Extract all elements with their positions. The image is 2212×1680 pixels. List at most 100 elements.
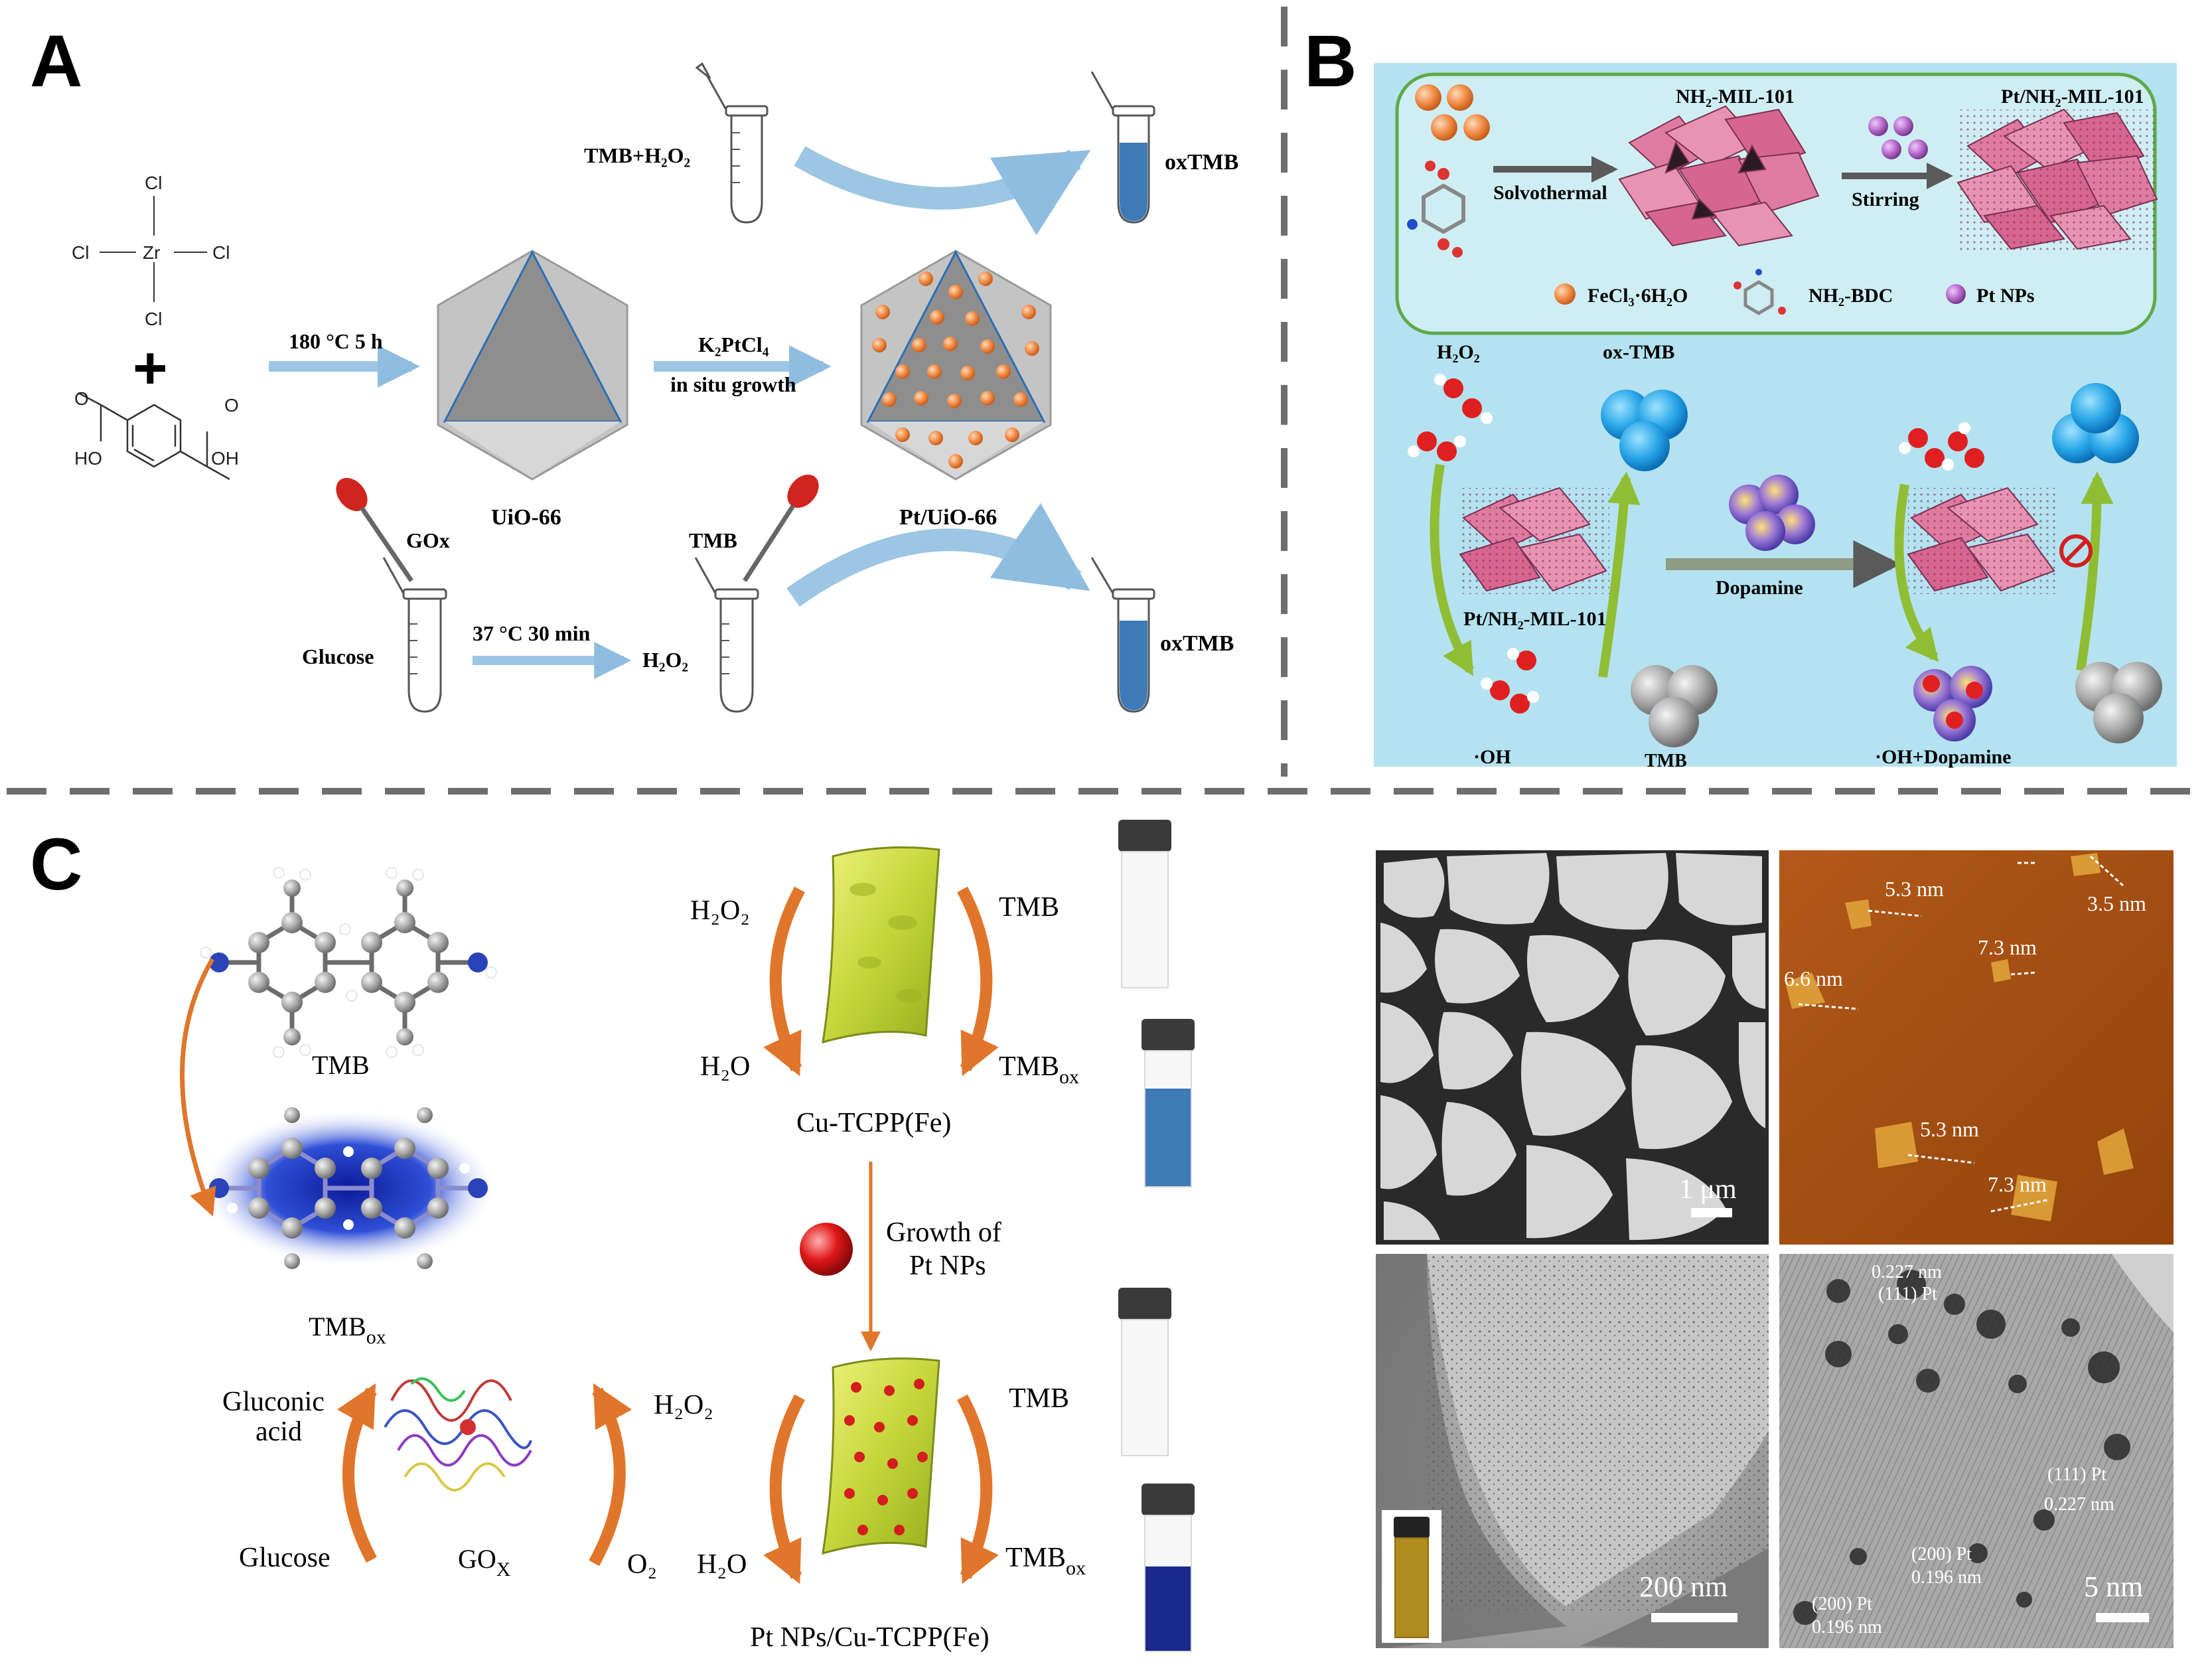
o2-label: O₂ <box>627 1549 657 1580</box>
pt-np-sphere <box>800 1223 853 1276</box>
cl-top: Cl <box>145 173 162 193</box>
cl-bottom: Cl <box>145 309 162 329</box>
tube-oxtmb-top <box>1090 71 1155 224</box>
tmbox-right-1-sub: ox <box>1059 1066 1079 1088</box>
lattice-label-2: (111) Pt <box>1878 1284 1937 1304</box>
growth-line1: Growth of <box>886 1217 1001 1248</box>
lattice-label-8: 0.196 nm <box>1812 1617 1882 1638</box>
panel-b: Solvothermal NH₂-MIL-101 Stirring <box>1374 63 2177 771</box>
arrow-c1-right <box>957 886 999 1077</box>
green-arrow-down-left <box>1430 463 1475 676</box>
solvothermal-label: Solvothermal <box>1493 182 1607 204</box>
plus-sign: + <box>133 335 168 402</box>
pt-uio66-crystal <box>860 250 1052 481</box>
tmbox-right-1: TMBox <box>999 1051 1079 1088</box>
tem-image-200nm: 200 nm <box>1374 1252 1771 1650</box>
oh-label: ·OH <box>1473 746 1511 768</box>
tmb-right-1: TMB <box>999 892 1059 923</box>
gox-base: GO <box>458 1544 496 1574</box>
pt-np-balls <box>1868 116 1928 159</box>
zrcl4-structure: Zr Cl Cl Cl Cl <box>72 173 230 329</box>
afm-label-1: 5.3 nm <box>1885 877 1944 901</box>
tmbox-base: TMB <box>309 1312 366 1341</box>
dopamine-cluster <box>1729 475 1815 551</box>
blocked-icon <box>2059 534 2093 568</box>
ox-tmb-cluster-right <box>2052 383 2139 463</box>
tmb-cycle-arrow <box>180 958 216 1217</box>
afm-label-6: 7.3 nm <box>1988 1172 2047 1196</box>
h2o2-molecules <box>1408 374 1493 461</box>
gox-dropper <box>336 477 413 582</box>
tmb-h2o2-label: TMB+H₂O₂ <box>584 143 690 167</box>
micrographs: 1 μm <box>1372 846 2177 1652</box>
arrow-c1-left <box>763 886 805 1077</box>
gox-enzyme <box>384 1377 532 1491</box>
afm-label-2: 3.5 nm <box>2087 891 2146 915</box>
step1-label: 180 °C 5 h <box>289 329 383 353</box>
tmbox-right-2-sub: ox <box>1066 1557 1086 1579</box>
ox-tmb-cluster-left <box>1601 390 1688 471</box>
panel-c: TMB TMBox <box>180 820 1195 1653</box>
tube-glucose <box>382 557 447 713</box>
scale-label-200nm: 200 nm <box>1639 1570 1728 1603</box>
lattice-label-3: (111) Pt <box>2047 1464 2106 1485</box>
glucose-label: Glucose <box>302 645 374 668</box>
vial-4-deep-blue <box>1142 1484 1195 1652</box>
tmb-molecule <box>200 867 497 1058</box>
arrow-c2-left <box>763 1394 805 1584</box>
bdc-molecule <box>1407 161 1465 258</box>
pt-uio66-label: Pt/UiO-66 <box>899 505 997 530</box>
step3-label: 37 °C 30 min <box>473 621 590 645</box>
linker-o-left: O <box>74 388 89 409</box>
legend-fecl3-icon <box>1554 283 1576 305</box>
cl-left: Cl <box>72 242 89 263</box>
gox-arrow-left <box>336 1383 377 1563</box>
pt-mof-catalyst-right <box>1907 487 2057 594</box>
gox-arrow-right <box>589 1383 632 1566</box>
cu-tcpp-label: Cu-TCPP(Fe) <box>796 1108 951 1138</box>
tmb-label-a: TMB <box>689 528 737 552</box>
micrograph-frames <box>1372 846 2177 1652</box>
arrow-c2-right <box>957 1394 999 1584</box>
tmbox-label-c: TMBox <box>309 1312 386 1348</box>
cu-tcpp-sheet <box>822 846 940 1044</box>
linker-o-right: O <box>224 395 239 416</box>
scale-bar-5nm <box>2096 1613 2149 1622</box>
tem-image-1um: 1 μm <box>1374 848 1771 1247</box>
pt-mof-catalyst-left <box>1459 487 1609 594</box>
tmb-dropper <box>743 474 819 582</box>
cl-right: Cl <box>212 242 230 263</box>
tmb-label-b: TMB <box>1645 751 1687 771</box>
uio66-label: UiO-66 <box>491 505 561 530</box>
hrtem-image-5nm: 0.227 nm (111) Pt (111) Pt 0.227 nm (200… <box>1777 1252 2175 1650</box>
panel-letter-b: B <box>1304 21 1357 102</box>
nh2-mil-101-crystal <box>1618 105 1820 247</box>
pt-cu-tcpp-label: Pt NPs/Cu-TCPP(Fe) <box>750 1622 990 1653</box>
pt-mof-lower-label: Pt/NH₂-MIL-101 <box>1463 608 1607 630</box>
gox-subscript: X <box>496 1559 511 1580</box>
cu-tcpp-texture <box>849 883 922 1002</box>
tmb-right-2: TMB <box>1009 1383 1069 1414</box>
legend-bdc-icon <box>1733 269 1786 315</box>
oxtmb-bottom-label: oxTMB <box>1160 631 1234 656</box>
legend-bdc: NH₂-BDC <box>1808 285 1893 307</box>
panel-letter-a: A <box>30 21 82 102</box>
tube-h2o2 <box>694 557 759 713</box>
vial-3-clear <box>1118 1288 1171 1456</box>
terephthalic-acid <box>78 392 230 481</box>
scale-bar-1um <box>1691 1208 1732 1217</box>
tmbox-subscript: ox <box>366 1326 386 1348</box>
glucose-label-c: Glucose <box>239 1543 331 1573</box>
linker-ho: HO <box>74 448 102 469</box>
curved-arrow-bottom <box>786 502 1090 607</box>
h2o2-label-c1: H₂O₂ <box>690 895 750 926</box>
oh-dopamine-cluster <box>1913 666 1992 741</box>
tube-oxtmb-bottom <box>1090 557 1155 713</box>
growth-line2: Pt NPs <box>909 1251 986 1281</box>
h2o2-label-a: H₂O₂ <box>642 648 688 672</box>
lattice-label-5: (200) Pt <box>1911 1544 1972 1565</box>
panel-a: Zr Cl Cl Cl Cl + O HO O OH 180 ° <box>72 62 1238 713</box>
gox-label-c: GOX <box>458 1544 511 1580</box>
scale-label-5nm: 5 nm <box>2084 1570 2143 1603</box>
